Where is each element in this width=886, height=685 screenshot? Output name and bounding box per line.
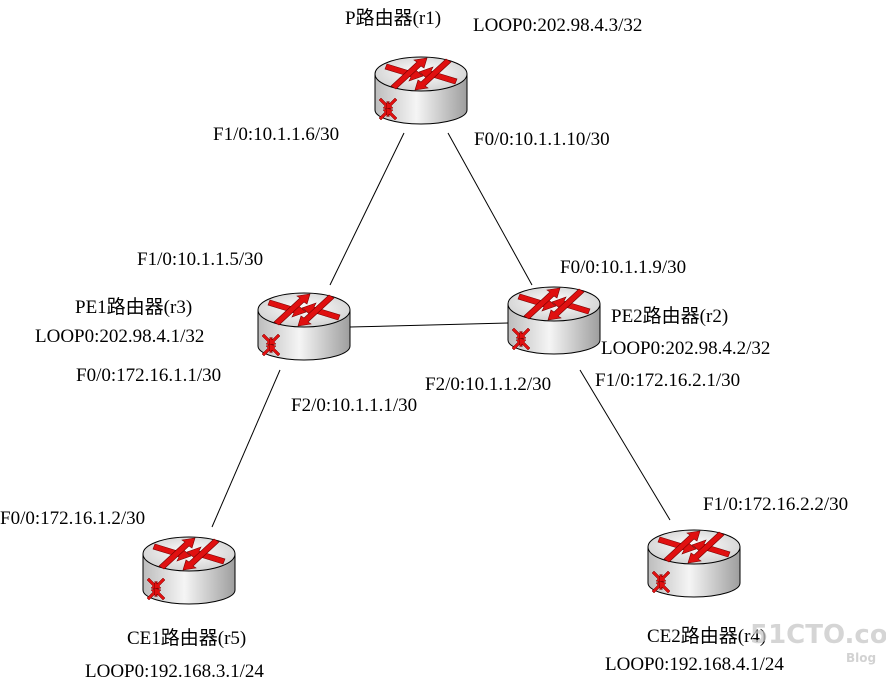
link-r1-r3: [329, 132, 405, 286]
router-r1-loopback: LOOP0:202.98.4.3/32: [473, 15, 642, 36]
router-r2-icon: [507, 286, 601, 355]
interface-r2-f2-0: F2/0:10.1.1.2/30: [425, 374, 551, 395]
link-r2-r4: [579, 369, 671, 521]
router-r2-name: PE2路由器(r2): [611, 305, 728, 327]
router-r3-icon: [257, 292, 351, 361]
interface-r2-f1-0: F1/0:172.16.2.1/30: [595, 370, 740, 391]
router-r3-name: PE1路由器(r3): [75, 296, 192, 318]
watermark-tag: Blog: [846, 651, 876, 665]
router-r2-loopback: LOOP0:202.98.4.2/32: [601, 338, 770, 359]
interface-r2-f0-0: F0/0:10.1.1.9/30: [560, 257, 686, 278]
router-r5-icon: [142, 536, 236, 605]
router-r1-icon: [374, 56, 468, 125]
router-r5-loopback: LOOP0:192.168.3.1/24: [85, 661, 264, 682]
router-r5-name: CE1路由器(r5): [127, 627, 246, 649]
link-r1-r2: [447, 132, 533, 286]
interface-r5-f0-0: F0/0:172.16.1.2/30: [0, 508, 145, 529]
interface-r3-f1-0: F1/0:10.1.1.5/30: [137, 249, 263, 270]
router-r4-name: CE2路由器(r4): [647, 625, 766, 647]
router-r1-name: P路由器(r1): [345, 7, 441, 29]
router-r3-loopback: LOOP0:202.98.4.1/32: [35, 326, 204, 347]
interface-r3-f0-0: F0/0:172.16.1.1/30: [76, 365, 221, 386]
router-r4-icon: [647, 529, 741, 598]
link-r3-r5: [211, 369, 281, 528]
interface-r1-f1-0: F1/0:10.1.1.6/30: [213, 124, 339, 145]
interface-r1-f0-0: F0/0:10.1.1.10/30: [474, 129, 610, 150]
interface-r3-f2-0: F2/0:10.1.1.1/30: [291, 395, 417, 416]
router-r4-loopback: LOOP0:192.168.4.1/24: [605, 654, 784, 675]
link-r3-r2: [349, 322, 509, 328]
watermark-site: 51CTO.com: [750, 620, 886, 650]
interface-r4-f1-0: F1/0:172.16.2.2/30: [703, 494, 848, 515]
